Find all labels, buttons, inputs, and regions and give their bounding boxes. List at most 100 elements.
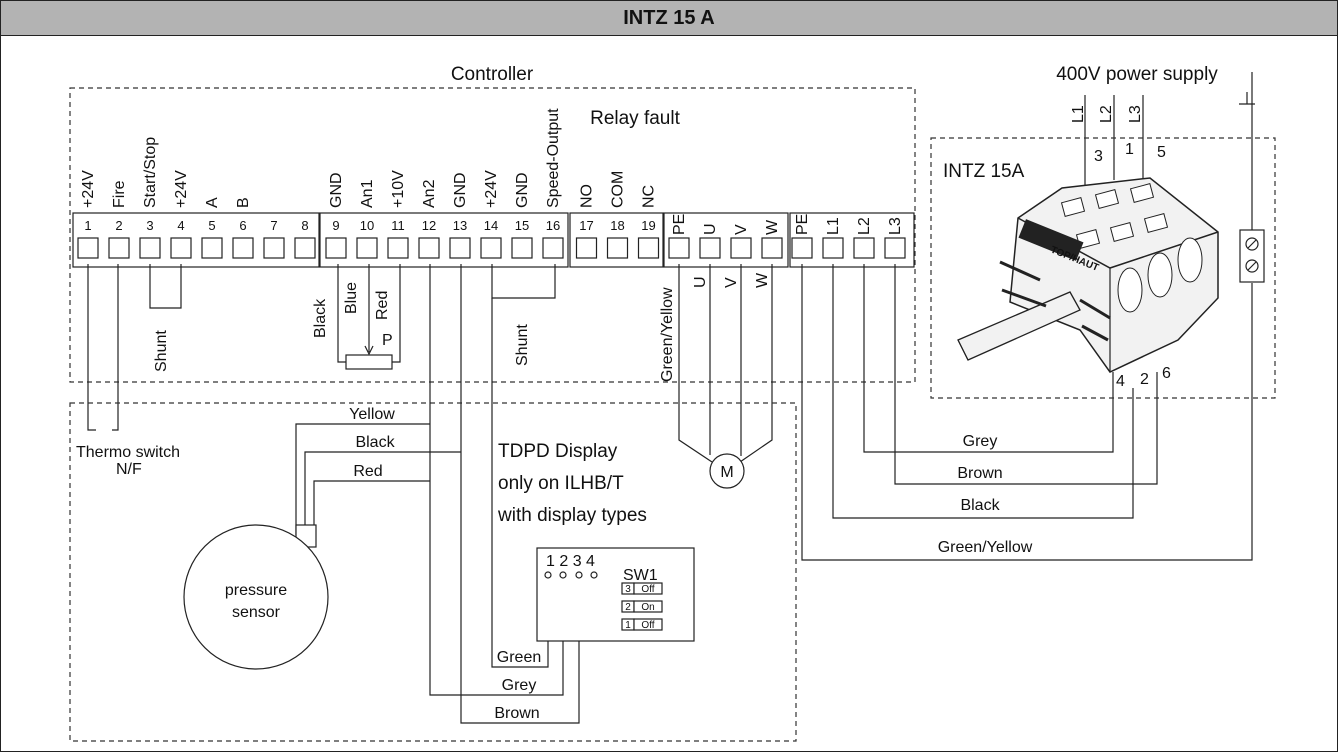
power-terminal-screw-0[interactable] [791,237,813,259]
terminal-screw-1[interactable] [77,237,99,259]
terminal-number-4: 4 [177,218,184,233]
sw1-label: SW1 [623,567,658,584]
terminal-screw-9[interactable] [325,237,347,259]
sw-state-2: On [641,602,654,613]
terminal-screw-13[interactable] [449,237,471,259]
sw-state-box-2 [633,600,663,613]
isolator-switch [957,177,1219,373]
phase-l1-label: L1 [1070,105,1087,123]
terminal-label-12: An2 [421,179,438,208]
yellow-label: Yellow [349,406,395,423]
terminal-screw-17[interactable] [575,237,598,259]
terminal-screw-19[interactable] [637,237,660,259]
wire-gnd-brown [460,264,580,724]
terminal-number-19: 19 [641,218,655,233]
motor-label: M [720,464,733,481]
power-terminal-screw-2[interactable] [853,237,875,259]
terminal-screw-11[interactable] [387,237,409,259]
terminal-label-2: Fire [111,180,128,208]
pressure-sensor-circle [183,524,329,670]
wire-motor-w [739,264,773,463]
motor-terminal-screw-1[interactable] [699,237,721,259]
sensor-box [69,402,797,742]
brown-sensor-label: Brown [494,705,539,722]
motor-terminal-screw-2[interactable] [730,237,752,259]
wire-motor-pe [678,264,713,463]
wire-black [304,451,461,535]
terminal-screw-4[interactable] [170,237,192,259]
terminal-screw-10[interactable] [356,237,378,259]
green-label: Green [497,649,541,666]
sw-num-3: 3 [625,584,631,595]
motor-w-label: W [754,272,771,288]
display-label-2: only on ILHB/T [498,473,624,494]
power-terminal-label-0: PE [794,214,811,235]
motor-terminal-label-1: U [702,223,719,235]
terminal-label-4: +24V [173,170,190,208]
terminal-label-11: +10V [390,170,407,208]
terminal-number-17: 17 [579,218,593,233]
power-terminal-screw-1[interactable] [822,237,844,259]
terminal-screw-8[interactable] [294,237,316,259]
terminal-screw-12[interactable] [418,237,440,259]
wire-thermo-2 [112,264,119,431]
grey-sensor-label: Grey [502,677,537,694]
brown-wire-label: Brown [957,465,1002,482]
terminal-screw-5[interactable] [201,237,223,259]
motor-terminal-label-3: W [764,219,781,235]
display-module [536,547,695,642]
dip-pin-4 [590,571,598,579]
earth-screw-slots [1247,239,1257,271]
shunt-label-2: Shunt [514,324,531,366]
terminal-number-2: 2 [115,218,122,233]
terminal-screw-7[interactable] [263,237,285,259]
motor-green-yellow-label: Green/Yellow [659,287,676,382]
power-terminal-screw-3[interactable] [884,237,906,259]
green-yellow-wire-label: Green/Yellow [938,539,1033,556]
terminal-label-13: GND [452,172,469,208]
wire-10v-11 [392,264,401,363]
black-sensor-label: Black [355,434,395,451]
motor-u-label: U [692,276,709,288]
terminal-screw-16[interactable] [542,237,564,259]
terminal-number-16: 16 [546,218,560,233]
terminal-label-15: GND [514,172,531,208]
motor-terminal-screw-0[interactable] [668,237,690,259]
terminal-label-10: An1 [359,179,376,208]
wire-red [313,480,430,535]
terminal-number-18: 18 [610,218,624,233]
terminal-label-1: +24V [80,170,97,208]
pressure-sensor-label-1: pressure [225,582,287,599]
terminal-screw-14[interactable] [480,237,502,259]
terminal-label-16: Speed-Output [545,108,562,208]
sw-state-1: Off [641,620,654,631]
black-label: Black [312,298,329,338]
terminal-screw-6[interactable] [232,237,254,259]
controller-title: Controller [451,64,534,85]
bottom-number-2: 2 [1140,371,1149,388]
top-number-1: 1 [1125,141,1134,158]
motor-terminal-screw-3[interactable] [761,237,783,259]
shunt-label-1: Shunt [153,330,170,372]
terminal-number-14: 14 [484,218,498,233]
power-terminal-label-1: L1 [825,217,842,235]
terminal-label-19: NC [641,185,658,208]
phase-l2-label: L2 [1098,105,1115,123]
sw-state-3: Off [641,584,654,595]
terminal-screw-15[interactable] [511,237,533,259]
terminal-screw-3[interactable] [139,237,161,259]
potentiometer [345,354,393,370]
black-wire-label: Black [960,497,1000,514]
terminal-label-17: NO [579,184,596,208]
terminal-screw-2[interactable] [108,237,130,259]
terminal-number-10: 10 [360,218,374,233]
shunt-14-16 [491,264,556,299]
terminal-screw-18[interactable] [606,237,629,259]
top-number-5: 5 [1157,144,1166,161]
terminal-label-14: +24V [483,170,500,208]
blue-label: Blue [343,282,360,314]
wire-pe-earth [801,264,1253,561]
diagram-frame [0,35,1338,752]
